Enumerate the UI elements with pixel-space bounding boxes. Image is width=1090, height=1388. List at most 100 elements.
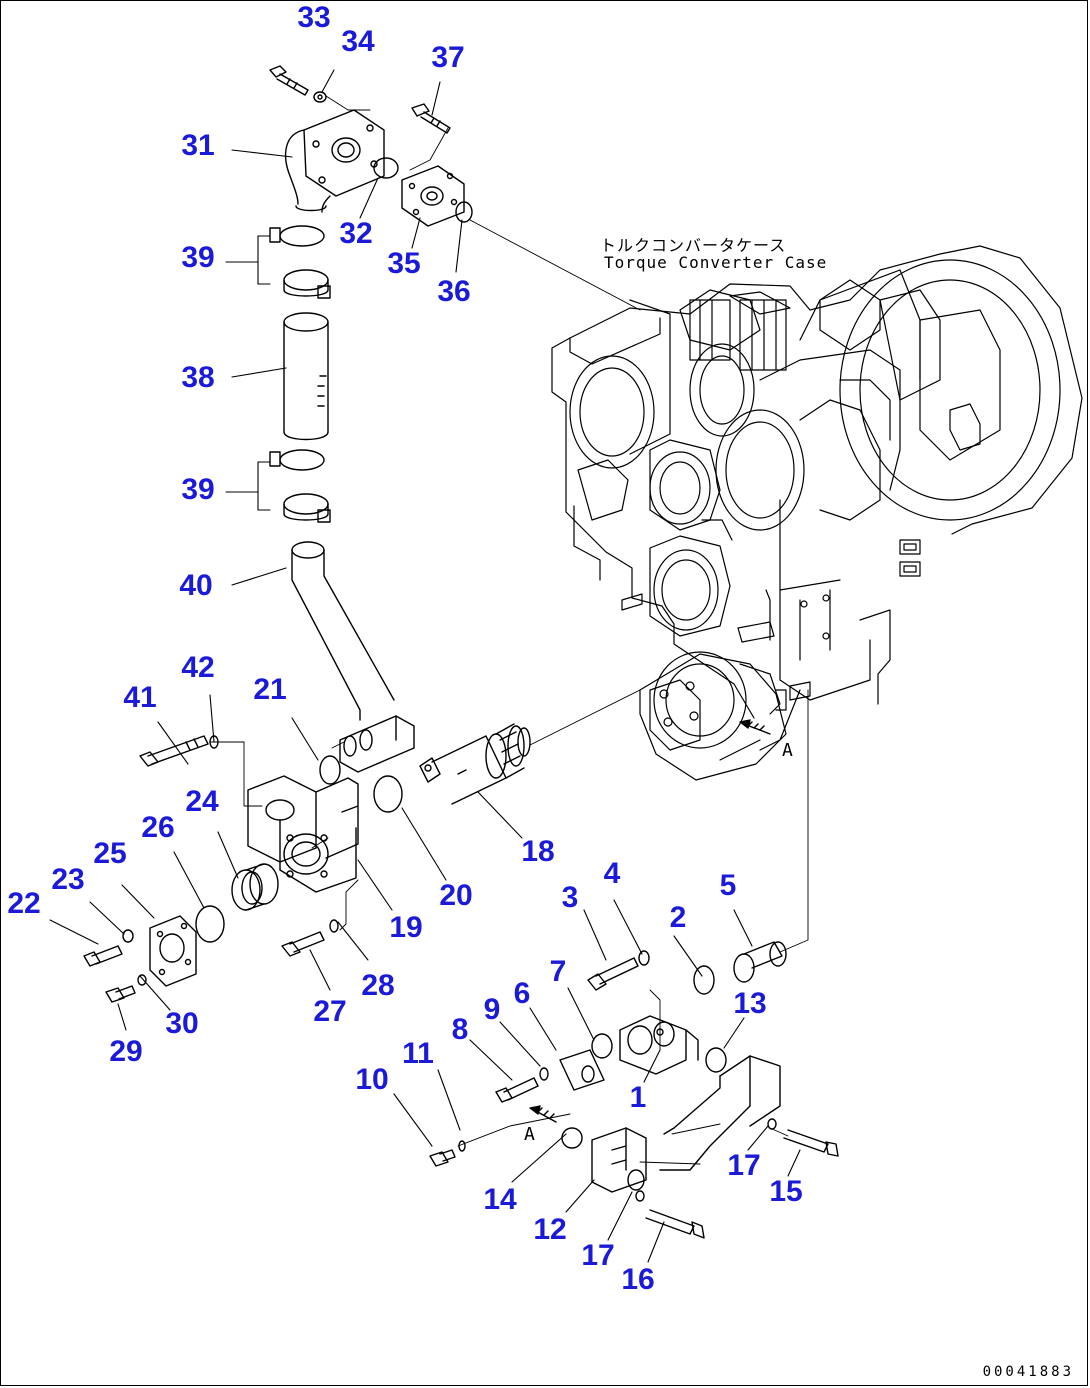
callout-39a: 39 — [181, 241, 215, 274]
washer-17-lower — [636, 1191, 644, 1201]
assembly-lines — [210, 96, 808, 1164]
clamp-39-lower — [270, 450, 330, 522]
callout-42: 42 — [181, 651, 215, 684]
bolt-16 — [646, 1210, 704, 1238]
washer-28 — [330, 920, 338, 932]
bolt-10 — [430, 1150, 455, 1166]
callout-10: 10 — [355, 1063, 389, 1096]
washer-11 — [459, 1141, 465, 1151]
callout-22: 22 — [7, 887, 41, 920]
cover-35 — [402, 166, 464, 226]
o-ring-20 — [374, 776, 402, 812]
bolt-29 — [106, 986, 135, 1002]
callout-40: 40 — [179, 569, 213, 602]
callout-2: 2 — [669, 901, 687, 934]
callout-20: 20 — [439, 879, 473, 912]
elbow-tube-40 — [292, 542, 414, 772]
callout-7: 7 — [549, 955, 567, 988]
washer-34 — [314, 92, 326, 102]
document-number: 00041883 — [982, 1364, 1074, 1380]
cover-plate-25 — [150, 916, 196, 986]
callout-1: 1 — [629, 1081, 647, 1114]
bolt-33 — [270, 66, 308, 95]
washer-23 — [123, 930, 133, 942]
leader-lines — [50, 70, 800, 1262]
callout-24: 24 — [185, 785, 219, 818]
callout-9: 9 — [483, 993, 501, 1026]
callout-16: 16 — [621, 1263, 655, 1296]
callout-17b: 17 — [581, 1239, 615, 1272]
callout-25: 25 — [93, 837, 127, 870]
o-ring-13 — [706, 1048, 726, 1072]
callout-37: 37 — [431, 41, 465, 74]
pump-assembly — [640, 652, 810, 780]
bolt-22 — [84, 946, 122, 966]
torque-converter-case — [552, 246, 1082, 750]
arrow-a-lower — [530, 1106, 556, 1122]
pipe-5 — [734, 942, 786, 982]
washer-17-upper — [768, 1119, 776, 1129]
callout-6: 6 — [513, 977, 531, 1010]
callout-31: 31 — [181, 129, 215, 162]
o-ring-14 — [562, 1128, 582, 1148]
bolt-8 — [496, 1078, 538, 1102]
washer-9 — [540, 1068, 548, 1080]
callout-30: 30 — [165, 1007, 199, 1040]
callout-8: 8 — [451, 1013, 469, 1046]
o-ring-21 — [320, 756, 340, 784]
strainer-24 — [232, 864, 278, 910]
callout-23: 23 — [51, 863, 85, 896]
callout-39b: 39 — [181, 473, 215, 506]
callout-28: 28 — [361, 969, 395, 1002]
callout-12: 12 — [533, 1213, 567, 1246]
callout-17a: 17 — [727, 1149, 761, 1182]
washer-42 — [210, 736, 218, 748]
callout-36: 36 — [437, 275, 471, 308]
callout-41: 41 — [123, 681, 157, 714]
bolt-37 — [412, 104, 450, 133]
o-ring-32 — [374, 158, 398, 178]
case-label-japanese: トルクコンバータケース — [600, 236, 787, 255]
callout-4: 4 — [603, 857, 621, 890]
arrow-a-upper — [740, 720, 770, 734]
arrow-mark-lower: A — [524, 1124, 535, 1145]
callout-14: 14 — [483, 1183, 517, 1216]
callout-26: 26 — [141, 811, 175, 844]
callout-5: 5 — [719, 869, 737, 902]
bolt-15 — [784, 1130, 838, 1156]
callout-15: 15 — [769, 1175, 803, 1208]
callout-11: 11 — [402, 1037, 434, 1070]
callout-13: 13 — [733, 987, 767, 1020]
callout-38: 38 — [181, 361, 215, 394]
arrow-mark-upper: A — [782, 740, 793, 761]
callout-27: 27 — [313, 995, 347, 1028]
clamp-39-upper — [270, 226, 330, 298]
bolt-27 — [282, 932, 324, 956]
o-ring-7 — [592, 1034, 612, 1058]
elbow-1 — [620, 1016, 698, 1074]
callout-21: 21 — [253, 673, 287, 706]
o-ring-26 — [196, 906, 224, 942]
callout-32: 32 — [339, 217, 373, 250]
flange-body-19 — [248, 776, 358, 892]
callout-33: 33 — [297, 1, 331, 34]
washer-4 — [639, 951, 649, 965]
callout-19: 19 — [389, 911, 423, 944]
pipe-12 — [592, 1056, 780, 1192]
o-ring-2 — [694, 966, 714, 994]
bolt-3 — [588, 958, 638, 990]
callout-18: 18 — [521, 835, 555, 868]
callout-29: 29 — [109, 1035, 143, 1068]
callout-35: 35 — [387, 247, 421, 280]
filter-18 — [420, 724, 530, 804]
callout-34: 34 — [341, 25, 375, 58]
callout-3: 3 — [561, 881, 579, 914]
bolt-41 — [140, 736, 208, 766]
hose-38 — [284, 313, 328, 440]
o-ring-36 — [456, 202, 472, 222]
case-label-english: Torque Converter Case — [604, 253, 828, 272]
plate-6 — [560, 1050, 604, 1090]
washer-30 — [138, 975, 146, 985]
